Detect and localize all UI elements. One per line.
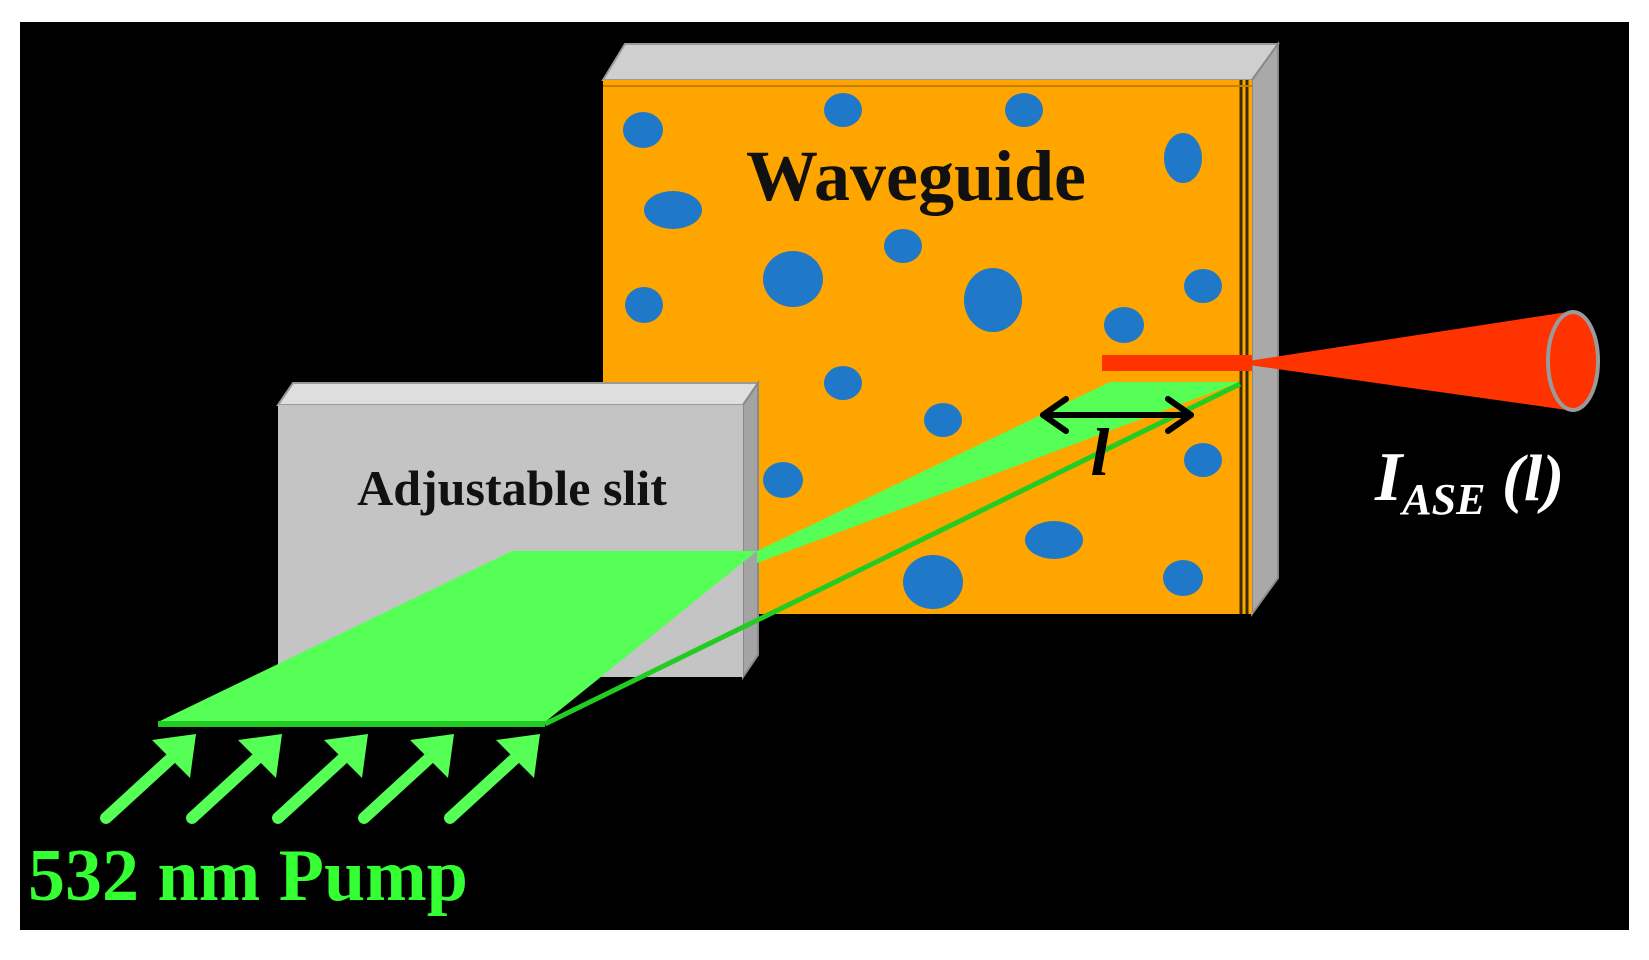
waveguide-label: Waveguide (746, 136, 1086, 216)
nanoparticle-dot (1104, 307, 1144, 343)
ase-output-beam (1102, 310, 1600, 412)
nanoparticle-dots (623, 93, 1222, 609)
length-label: l (1091, 414, 1110, 490)
double-arrow-icon (1040, 396, 1194, 434)
waveguide-block: Waveguide (601, 40, 1280, 618)
nanoparticle-dot (1184, 443, 1222, 477)
nanoparticle-dot (763, 462, 803, 498)
nanoparticle-dot (824, 93, 862, 127)
arrow-up-right-icon (358, 734, 454, 824)
slit-side-face (742, 379, 759, 681)
waveguide-side-face (1251, 40, 1279, 618)
nanoparticle-dot (903, 555, 963, 609)
ase-label-argument: (l) (1485, 442, 1564, 515)
nanoparticle-dot (625, 287, 663, 323)
nanoparticle-dot (924, 403, 962, 437)
nanoparticle-dot (824, 366, 862, 400)
pump-arrows (100, 734, 540, 824)
nanoparticle-dot (1164, 133, 1202, 183)
ase-cone-aperture (1546, 310, 1600, 412)
nanoparticle-dot (644, 191, 702, 229)
length-marker: l (1040, 396, 1194, 490)
pump-sheet-edge (543, 381, 1242, 727)
ase-label-main: I (1374, 439, 1405, 516)
nanoparticle-dot (1005, 93, 1043, 127)
ase-intensity-label: IASE (l) (1374, 439, 1564, 524)
ase-label-subscript: ASE (1399, 475, 1485, 524)
slit-label: Adjustable slit (357, 460, 667, 516)
waveguide-top-face (601, 43, 1280, 81)
nanoparticle-dot (964, 268, 1022, 332)
arrow-up-right-icon (186, 734, 282, 824)
ase-cone (1235, 311, 1574, 411)
pump-label: 532 nm Pump (28, 835, 468, 917)
ase-core-line (1102, 355, 1252, 371)
nanoparticle-dot (1163, 560, 1203, 596)
nanoparticle-dot (1025, 521, 1083, 559)
arrow-up-right-icon (100, 734, 196, 824)
arrow-up-right-icon (444, 734, 540, 824)
nanoparticle-dot (1184, 269, 1222, 303)
pump-sheet-lower (158, 551, 757, 722)
nanoparticle-dot (884, 229, 922, 263)
nanoparticle-dot (623, 112, 663, 148)
slit-top-face (276, 382, 760, 406)
pump-sheet-upper (757, 382, 1240, 563)
nanoparticle-dot (763, 251, 823, 307)
arrow-up-right-icon (272, 734, 368, 824)
pump-beam-sheet (158, 381, 1242, 727)
